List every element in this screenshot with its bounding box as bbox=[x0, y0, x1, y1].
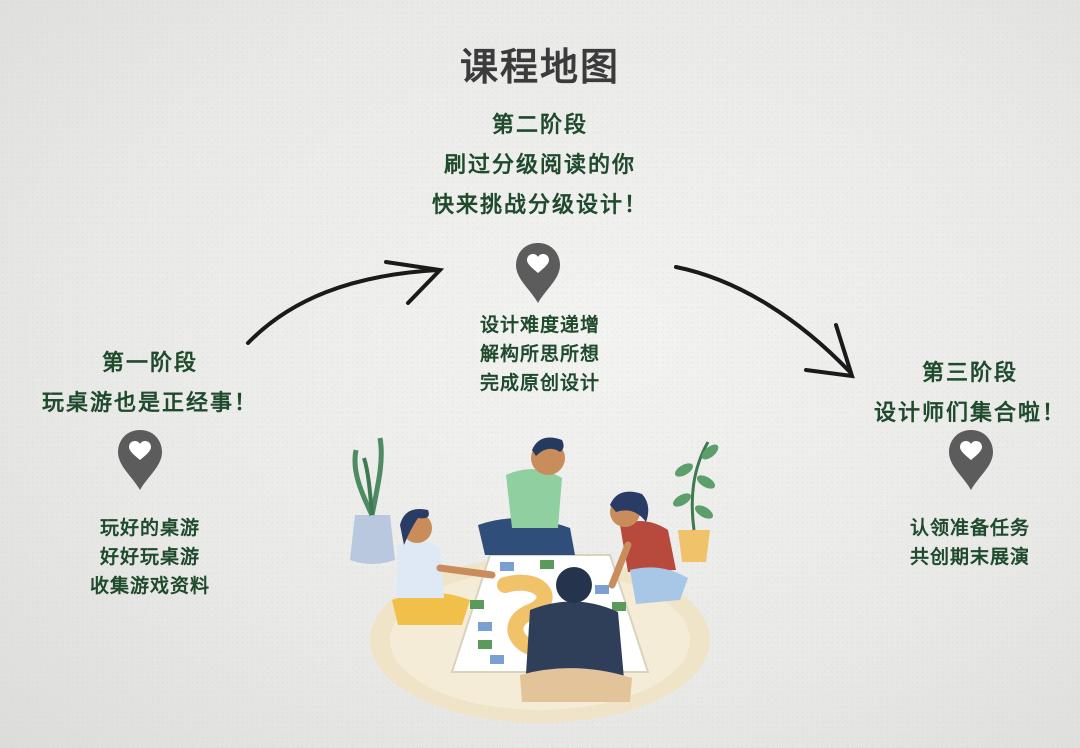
stage-1-line-1: 玩桌游也是正经事！ bbox=[41, 391, 258, 416]
location-pin-icon bbox=[516, 243, 560, 303]
stage-3-items: 认领准备任务 共创期末展演 bbox=[840, 514, 1080, 572]
stage-2-item: 解构所思所想 bbox=[479, 343, 600, 365]
stage-1-item: 好好玩桌游 bbox=[99, 546, 200, 568]
stage-1-item: 收集游戏资料 bbox=[89, 575, 210, 597]
stage-1-heading: 第一阶段 玩桌游也是正经事！ bbox=[10, 344, 290, 424]
stage-2-line-2: 快来挑战分级设计！ bbox=[431, 193, 648, 218]
location-pin-icon bbox=[949, 430, 993, 490]
stage-2-items: 设计难度递增 解构所思所想 完成原创设计 bbox=[390, 311, 690, 398]
stage-2-heading: 第二阶段 刷过分级阅读的你 快来挑战分级设计！ bbox=[340, 106, 740, 226]
stage-2-line-1: 刷过分级阅读的你 bbox=[443, 153, 636, 178]
arrow-stage1-to-stage2 bbox=[246, 260, 445, 345]
board-game-illustration bbox=[350, 437, 719, 723]
arrow-stage2-to-stage3 bbox=[674, 265, 855, 379]
stage-1-title: 第一阶段 bbox=[101, 351, 198, 376]
location-pin-icon bbox=[118, 430, 162, 490]
stage-2-title: 第二阶段 bbox=[491, 113, 588, 138]
stage-1-item: 玩好的桌游 bbox=[99, 517, 200, 539]
stage-3-item: 认领准备任务 bbox=[909, 517, 1030, 539]
stage-2-item: 完成原创设计 bbox=[479, 372, 600, 394]
stage-3-title: 第三阶段 bbox=[921, 361, 1018, 386]
stage-2-item: 设计难度递增 bbox=[479, 314, 600, 336]
page-title: 课程地图 bbox=[459, 45, 620, 89]
stage-1-items: 玩好的桌游 好好玩桌游 收集游戏资料 bbox=[10, 514, 290, 601]
stage-3-heading: 第三阶段 设计师们集合啦！ bbox=[840, 354, 1080, 434]
stage-3-item: 共创期末展演 bbox=[909, 546, 1030, 568]
stage-3-line-1: 设计师们集合啦！ bbox=[873, 401, 1066, 426]
